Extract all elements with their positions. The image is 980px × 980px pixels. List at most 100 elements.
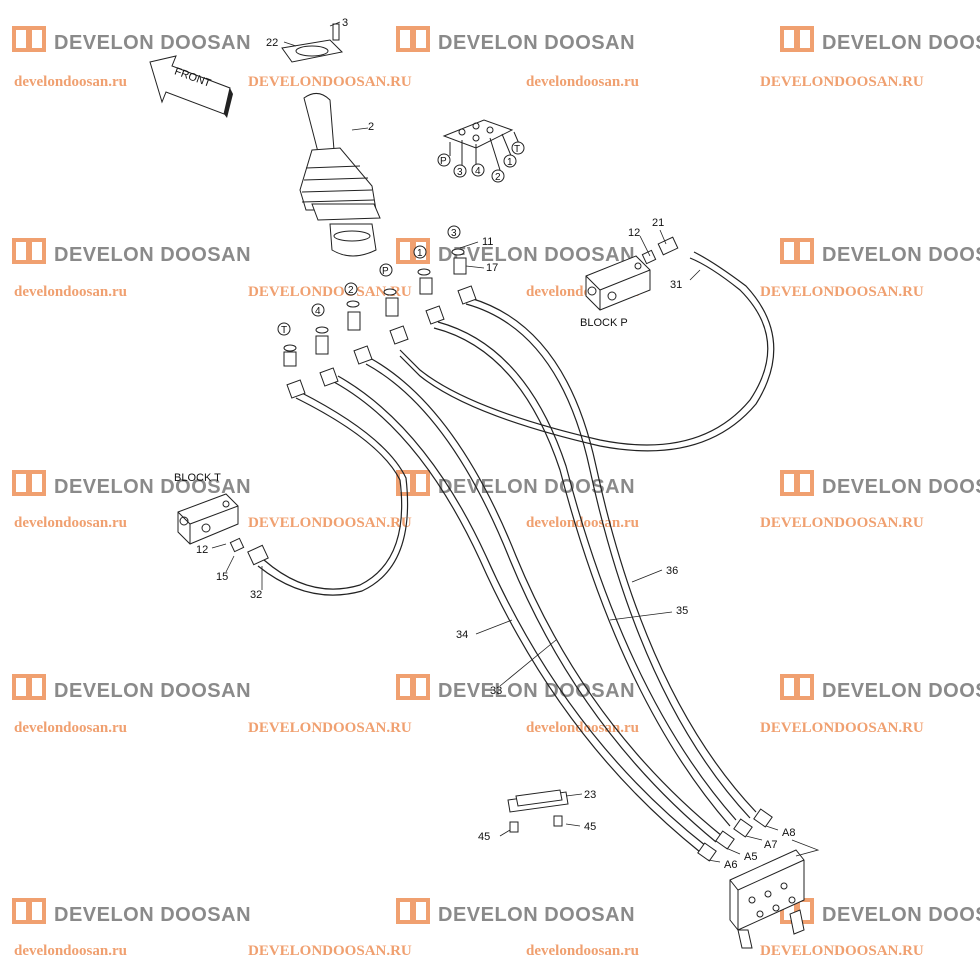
port-symbol: 4	[475, 166, 481, 177]
port-symbol: 2	[348, 285, 354, 296]
watermark-brand: DEVELON DOOSAN	[822, 680, 980, 702]
block-t-label: BLOCK T	[174, 472, 221, 484]
part-number: 22	[266, 37, 278, 49]
watermark-logo-icon	[396, 674, 430, 700]
block-t: BLOCK T	[174, 472, 269, 566]
part-number: 33	[490, 685, 502, 697]
watermark-url: DEVELONDOOSAN.RU	[760, 943, 924, 959]
port-symbol: 3	[451, 228, 457, 239]
part-number: 45	[584, 821, 596, 833]
bolt-part	[332, 23, 340, 41]
watermark-logo-icon	[396, 26, 430, 52]
watermark-brand: DEVELON DOOSAN	[822, 244, 980, 266]
watermark-brand: DEVELON DOOSAN	[438, 680, 635, 702]
part-number: 15	[216, 571, 228, 583]
lever-grip	[303, 93, 335, 153]
part-number: 3	[342, 17, 348, 29]
part-number: 2	[368, 121, 374, 133]
block-p: BLOCK P	[580, 236, 679, 329]
fitting-4	[315, 326, 339, 387]
watermark-brand: DEVELON DOOSAN	[54, 32, 251, 54]
watermark-url: develondoosan.ru	[14, 943, 127, 959]
watermark-brand: DEVELON DOOSAN	[822, 904, 980, 926]
part-number: 21	[652, 217, 664, 229]
watermark-url: develondoosan.ru	[14, 720, 127, 736]
part-number: 45	[478, 831, 490, 843]
port-label-a6: A6	[724, 859, 737, 871]
watermark-logo-icon	[396, 898, 430, 924]
port-symbol: T	[514, 144, 520, 155]
bracket-plate	[729, 849, 805, 949]
watermark-url: develondoosan.ru	[14, 74, 127, 90]
fitting-p	[383, 288, 409, 345]
watermark-url: DEVELONDOOSAN.RU	[248, 284, 412, 300]
leader-lines	[211, 21, 820, 863]
watermark-url: DEVELONDOOSAN.RU	[248, 74, 412, 90]
watermark-url: develondoosan.ru	[526, 74, 639, 90]
port-label-a7: A7	[764, 839, 777, 851]
port-symbol: T	[281, 325, 287, 336]
port-label-a5: A5	[744, 851, 757, 863]
port-symbol: 4	[315, 306, 321, 317]
watermark-url: develondoosan.ru	[526, 943, 639, 959]
part-number: 35	[676, 605, 688, 617]
valve-body	[329, 223, 377, 257]
watermark-logo-icon	[12, 898, 46, 924]
joystick-assembly	[281, 23, 381, 257]
watermark-logo-icon	[12, 674, 46, 700]
watermark-brand: DEVELON DOOSAN	[822, 32, 980, 54]
port-symbol: P	[382, 266, 389, 277]
watermark-brand: DEVELON DOOSAN	[438, 32, 635, 54]
watermark-brand: DEVELON DOOSAN	[54, 244, 251, 266]
port-symbol: 2	[495, 172, 501, 183]
watermark-url: DEVELONDOOSAN.RU	[760, 74, 924, 90]
part-number: 12	[196, 544, 208, 556]
watermark-url: develondoosan.ru	[14, 284, 127, 300]
watermark-url: DEVELONDOOSAN.RU	[760, 515, 924, 531]
watermark-brand: DEVELON DOOSAN	[54, 476, 251, 498]
part-number: 31	[670, 279, 682, 291]
watermark-brand: DEVELON DOOSAN	[54, 680, 251, 702]
watermark-layer: DEVELON DOOSAN develondoosan.ru DEVELON …	[12, 26, 980, 959]
port-labels: A5 A6 A7 A8	[724, 827, 795, 871]
fitting-2	[346, 300, 373, 365]
watermark-logo-icon	[12, 26, 46, 52]
gasket-part	[281, 39, 344, 63]
watermark-logo-icon	[780, 470, 814, 496]
watermark-url: DEVELONDOOSAN.RU	[760, 720, 924, 736]
watermark-brand: DEVELON DOOSAN	[438, 244, 635, 266]
port-label-a8: A8	[782, 827, 795, 839]
watermark-logo-icon	[12, 470, 46, 496]
watermark-url: DEVELONDOOSAN.RU	[760, 284, 924, 300]
port-symbol: 3	[457, 167, 463, 178]
front-direction-arrow: FRONT	[149, 55, 233, 118]
watermark-logo-icon	[780, 238, 814, 264]
watermark-url: DEVELONDOOSAN.RU	[248, 515, 412, 531]
port-map-diagram: P 3 4 2 1 T	[437, 119, 525, 183]
watermark-brand: DEVELON DOOSAN	[822, 476, 980, 498]
port-symbol: 1	[507, 157, 513, 168]
part-number-labels: 2 3 11 12 12 15 17 21 22 23 31 32 33 34 …	[196, 17, 688, 843]
watermark-logo-icon	[12, 238, 46, 264]
clamp-assembly	[507, 789, 569, 833]
fitting-1	[417, 268, 445, 325]
block-p-label: BLOCK P	[580, 317, 628, 329]
watermark-logo-icon	[780, 674, 814, 700]
watermark-url: develondoosan.ru	[14, 515, 127, 531]
port-symbol: P	[440, 156, 447, 167]
watermark-logo-icon	[780, 26, 814, 52]
part-number: 23	[584, 789, 596, 801]
fitting-t	[283, 344, 306, 399]
part-number: 12	[628, 227, 640, 239]
part-number: 36	[666, 565, 678, 577]
part-number: 34	[456, 629, 468, 641]
watermark-url: DEVELONDOOSAN.RU	[248, 720, 412, 736]
watermark-brand: DEVELON DOOSAN	[438, 476, 635, 498]
watermark-url: DEVELONDOOSAN.RU	[248, 943, 412, 959]
part-number: 17	[486, 262, 498, 274]
part-number: 32	[250, 589, 262, 601]
watermark-logo-icon	[396, 470, 430, 496]
watermark-brand: DEVELON DOOSAN	[54, 904, 251, 926]
